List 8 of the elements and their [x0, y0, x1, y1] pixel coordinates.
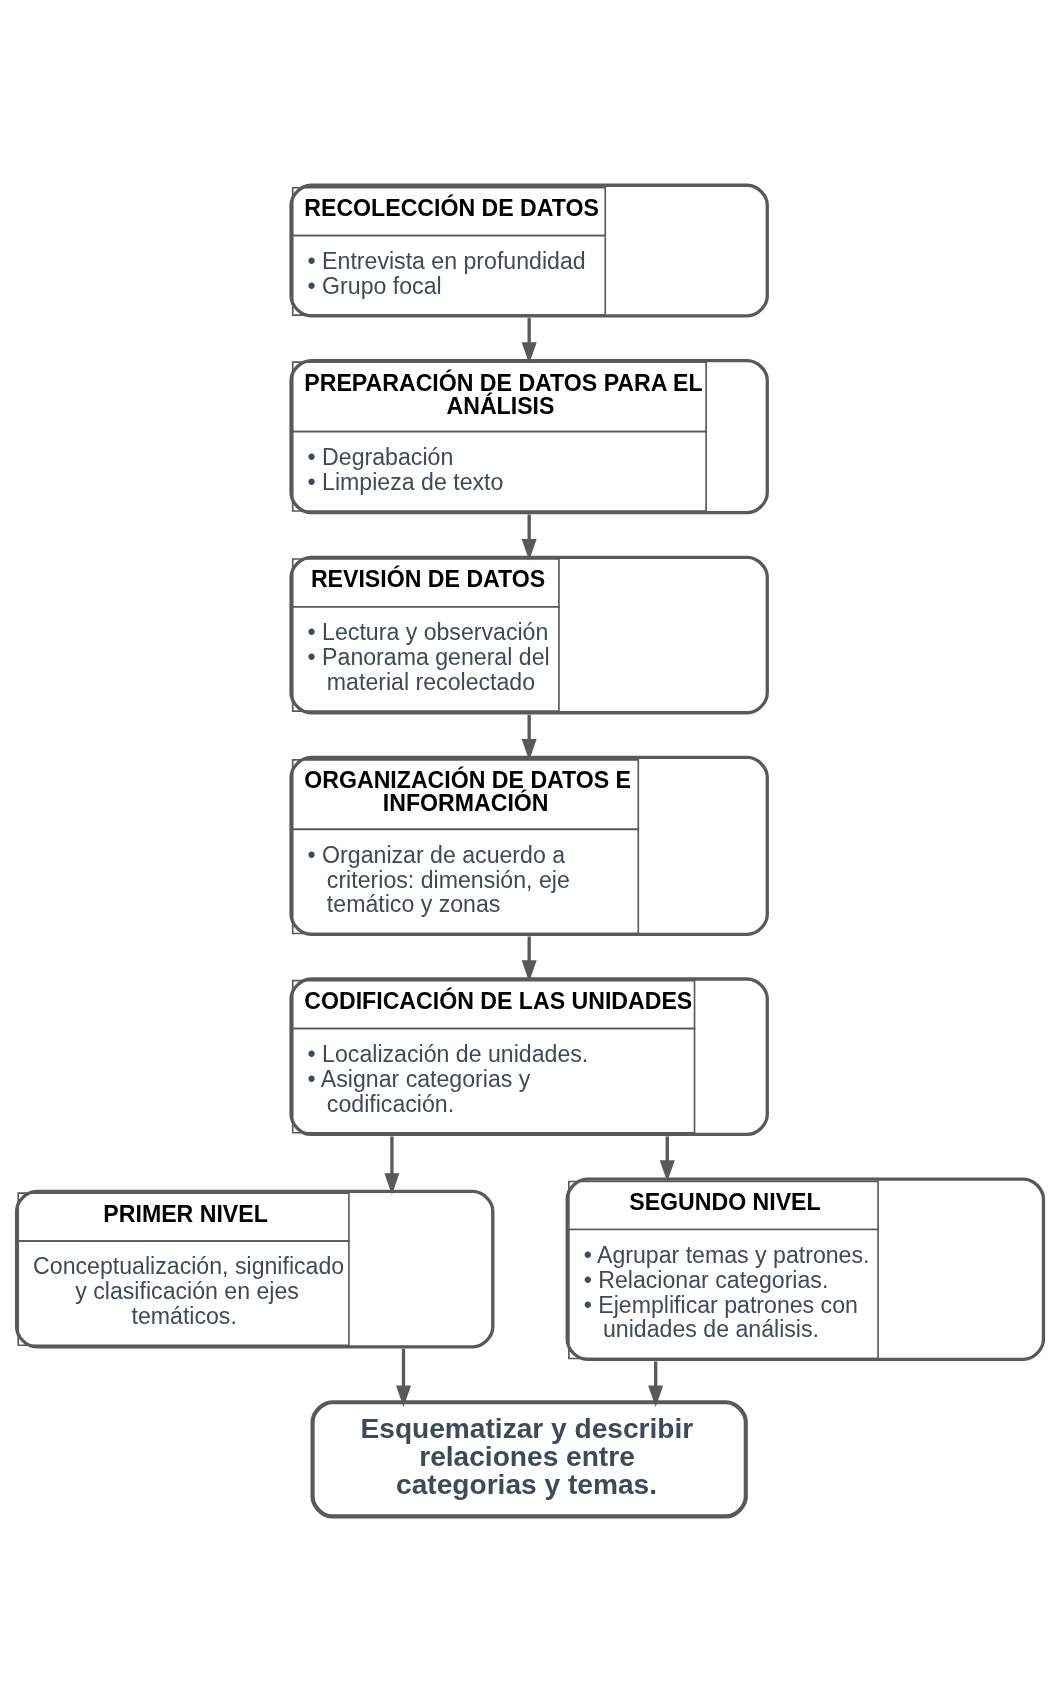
node-box: Esquematizar y describir relaciones entre categorias y temas.	[310, 1399, 748, 1518]
arrow	[648, 1361, 664, 1407]
arrow	[521, 317, 537, 364]
arrow	[521, 936, 537, 982]
arrow	[384, 1135, 400, 1195]
arrow	[659, 1135, 675, 1182]
arrow	[395, 1348, 412, 1407]
arrow	[521, 513, 537, 560]
